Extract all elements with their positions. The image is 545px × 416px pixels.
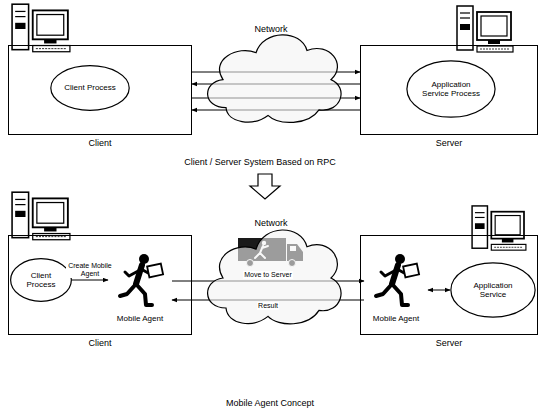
mobile-agent-figure xyxy=(120,254,163,305)
service-ellipse: Application Service xyxy=(450,262,536,318)
node-label: Network xyxy=(254,218,287,228)
server-computer-icon xyxy=(472,206,526,250)
client-panel: ClientClient Process xyxy=(8,45,192,135)
panel-caption: Server xyxy=(361,338,537,348)
server-panel: ServerMobile AgentApplication Service xyxy=(360,235,538,335)
connector-label: Create Mobile Agent xyxy=(66,262,114,278)
client-panel: ClientClient ProcessMobile Agent xyxy=(8,235,192,335)
mobile-agent: Mobile Agent xyxy=(364,250,428,324)
network-cloud: Network xyxy=(196,18,346,130)
service-ellipse: Application Service Process xyxy=(406,60,496,118)
node-label: Network xyxy=(254,24,287,34)
cloud-outline xyxy=(196,18,346,130)
server-panel: ServerApplication Service Process xyxy=(360,45,538,135)
process-ellipse: Client Process xyxy=(50,65,130,111)
connector-arrow xyxy=(72,280,108,281)
client-computer-icon xyxy=(12,192,70,240)
panel-caption: Client xyxy=(9,338,191,348)
connector-label: Move to Server xyxy=(243,271,292,279)
process-ellipse: Client Process xyxy=(10,258,72,302)
connector-label: Result xyxy=(257,302,279,310)
node-label: Application Service xyxy=(462,281,524,299)
figure-caption: Client / Server System Based on RPC xyxy=(90,157,430,167)
panel-caption: Client xyxy=(9,138,191,148)
node-label: Mobile Agent xyxy=(373,314,419,324)
node-label: Client Process xyxy=(19,271,64,289)
node-label: Application Service Process xyxy=(419,80,484,98)
node-label: Client Process xyxy=(64,83,116,92)
figure-caption: Mobile Agent Concept xyxy=(110,398,430,408)
node-label: Mobile Agent xyxy=(117,314,163,324)
mobile-agent-figure xyxy=(376,254,419,305)
transition-arrow xyxy=(250,174,280,199)
panel-caption: Server xyxy=(361,138,537,148)
connector-arrow xyxy=(428,290,450,291)
mobile-agent: Mobile Agent xyxy=(108,250,172,324)
